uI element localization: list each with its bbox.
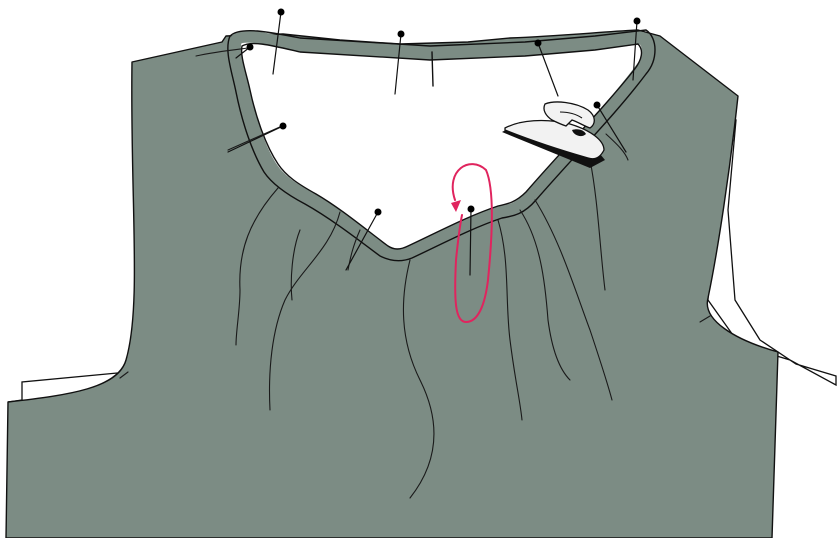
straight-pin-icon <box>272 8 285 75</box>
neckline-facing-band <box>229 30 654 261</box>
iron-handle-grip <box>559 111 583 119</box>
drape-line <box>235 187 279 346</box>
straight-pin-icon <box>345 208 382 271</box>
iron-handle <box>543 101 595 129</box>
facing-seam-mark-1 <box>431 51 434 87</box>
straight-pin-icon <box>467 205 475 276</box>
facing-inner-edge <box>240 42 643 250</box>
drape-line <box>195 47 249 57</box>
drape-line <box>290 229 301 301</box>
pins <box>227 8 641 276</box>
drape-line <box>589 159 606 291</box>
drape-line <box>519 209 571 381</box>
drape-line <box>699 315 711 323</box>
straight-pin-icon <box>534 39 559 97</box>
straight-pin-icon <box>394 30 405 95</box>
iron-steam-hole <box>572 129 586 137</box>
drape-line <box>119 371 129 379</box>
straight-pin-icon <box>235 43 254 59</box>
straight-pin-icon <box>632 17 641 81</box>
steam-iron-icon <box>502 101 605 168</box>
drape-line <box>605 133 629 161</box>
drape-line <box>534 199 613 401</box>
straight-pin-icon <box>593 101 627 153</box>
drape-line <box>347 229 361 271</box>
drape-line <box>402 259 435 499</box>
drape-line <box>497 219 523 421</box>
facing-outer-edge <box>227 29 656 262</box>
fabric-drape-lines <box>119 47 711 499</box>
drape-line <box>268 211 341 411</box>
straight-pin-icon <box>227 122 287 153</box>
circular-arrow-icon <box>451 163 493 324</box>
